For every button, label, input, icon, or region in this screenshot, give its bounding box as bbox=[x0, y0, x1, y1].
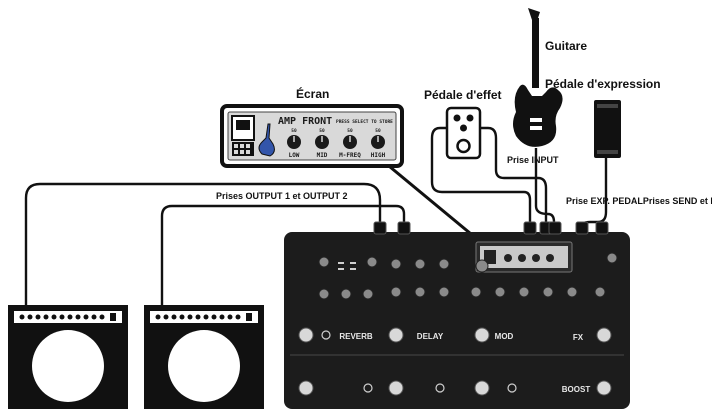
screen-knob-label: M-FREQ bbox=[339, 152, 361, 159]
screen-hint: PRESS SELECT TO STORE bbox=[336, 119, 393, 125]
label-expression-pedal: Pédale d'expression bbox=[545, 77, 661, 91]
device-footswitches bbox=[298, 327, 612, 396]
cable-guitar bbox=[534, 148, 556, 226]
device-jacks bbox=[373, 221, 609, 235]
label-effect-pedal: Pédale d'effet bbox=[424, 88, 502, 102]
cable-return bbox=[480, 126, 548, 226]
screen-value: 50 bbox=[291, 128, 297, 134]
effect-pedal-icon bbox=[445, 106, 482, 160]
cable-expression bbox=[580, 158, 608, 227]
screen-value: 50 bbox=[347, 128, 353, 134]
screen-value: 50 bbox=[375, 128, 381, 134]
guitar-icon bbox=[513, 8, 563, 147]
screen-knob-label: HIGH bbox=[371, 152, 386, 159]
amplifier-left-icon bbox=[8, 305, 128, 409]
screen-knob-label: MID bbox=[317, 152, 328, 159]
cable-output-1 bbox=[24, 182, 382, 306]
label-exp-send-return: Prise EXP. PEDALPrises SEND et RET bbox=[566, 196, 712, 206]
cable-output-2 bbox=[160, 204, 406, 306]
expression-pedal-icon bbox=[594, 100, 621, 158]
cable-send bbox=[430, 126, 532, 226]
screen-value: 50 bbox=[319, 128, 325, 134]
screen-knob-label: LOW bbox=[289, 152, 300, 159]
label-output-jacks: Prises OUTPUT 1 et OUTPUT 2 bbox=[216, 191, 348, 201]
device-knobs bbox=[318, 252, 618, 300]
footswitch-label-delay: DELAY bbox=[417, 332, 444, 341]
label-screen: Écran bbox=[296, 86, 329, 101]
screen-callout: AMP FRONT PRESS SELECT TO STORE 50 50 50… bbox=[220, 104, 404, 168]
footswitch-label-reverb: REVERB bbox=[339, 332, 373, 341]
cables bbox=[24, 126, 608, 306]
footswitch-label-fx: FX bbox=[573, 333, 584, 342]
screen-title: AMP FRONT bbox=[278, 116, 332, 127]
footswitch-label-boost: BOOST bbox=[562, 385, 591, 394]
amplifier-right-icon bbox=[144, 305, 264, 409]
label-guitar: Guitare bbox=[545, 39, 587, 53]
screen-knob-icons bbox=[287, 135, 385, 149]
label-input-jack: Prise INPUT bbox=[507, 155, 559, 165]
processor-device: REVERB DELAY MOD FX BOOST bbox=[284, 221, 630, 409]
footswitch-label-mod: MOD bbox=[495, 332, 514, 341]
